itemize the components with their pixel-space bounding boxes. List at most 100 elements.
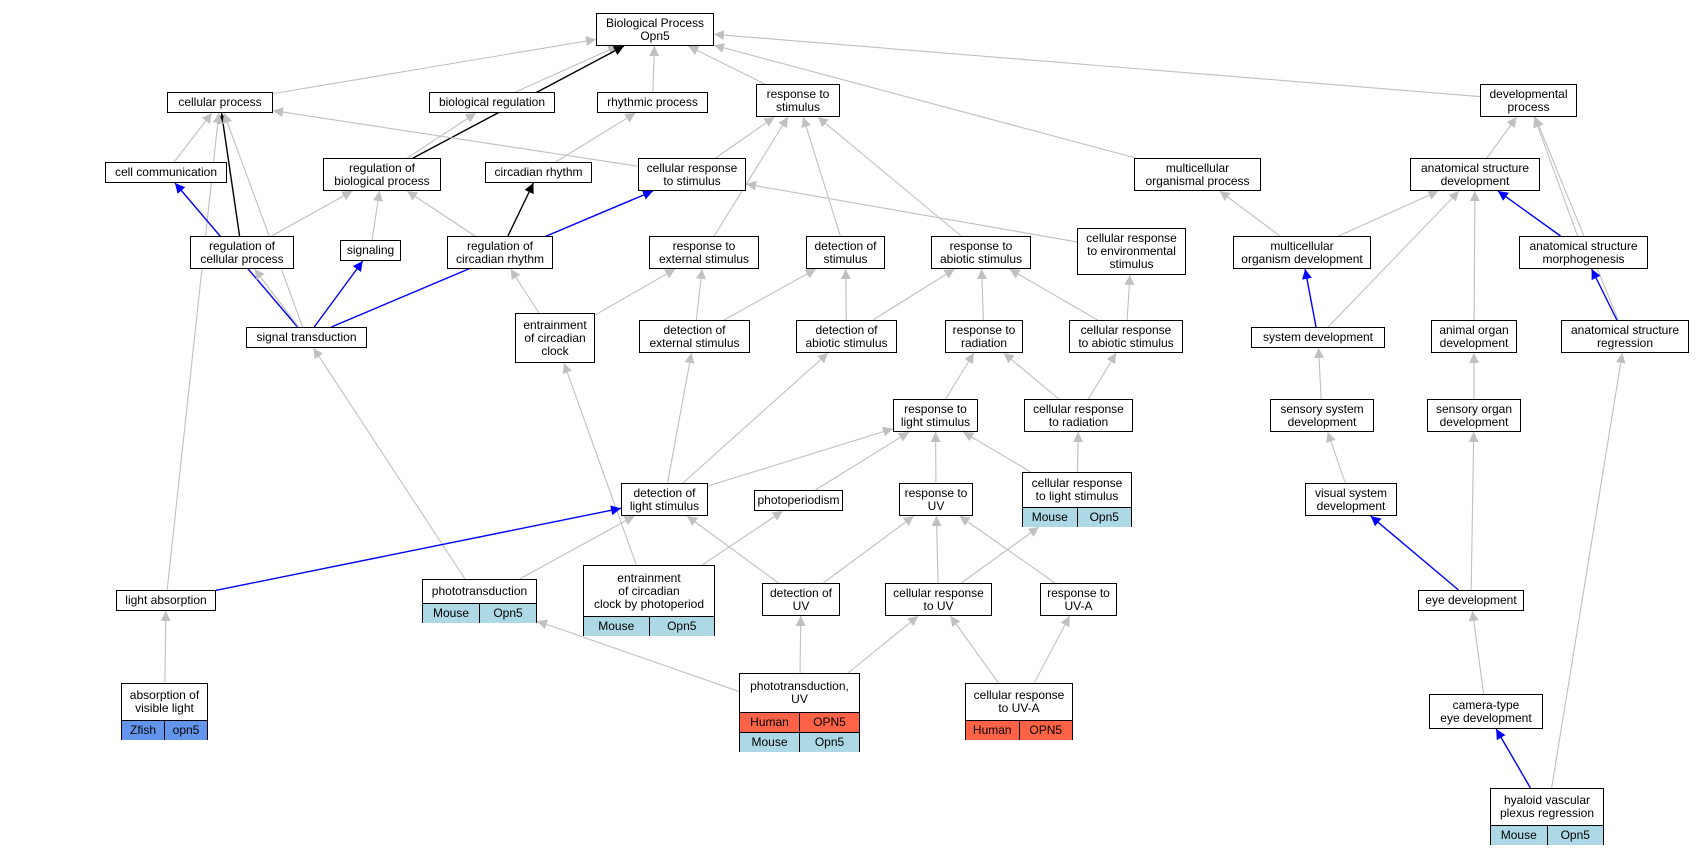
node-cellular-response-to-environmental-stimulus[interactable]: cellular response to environmental stimu… xyxy=(1077,228,1186,275)
edge-gray xyxy=(1327,190,1460,328)
edge-gray xyxy=(713,43,1136,159)
node-cellular-response-to-radiation[interactable]: cellular response to radiation xyxy=(1024,399,1133,432)
edge-gray xyxy=(723,268,817,321)
node-label: regulation of cellular process xyxy=(200,238,284,266)
node-response-to-external-stimulus[interactable]: response to external stimulus xyxy=(649,236,759,269)
node-regulation-of-cellular-process[interactable]: regulation of cellular process xyxy=(190,236,294,269)
edge-gray xyxy=(515,45,619,93)
node-response-to-uva[interactable]: response to UV-A xyxy=(1040,583,1117,616)
node-multicellular-organismal-process[interactable]: multicellular organismal process xyxy=(1134,158,1261,191)
gene-cell: OPN5 xyxy=(1018,721,1073,740)
node-label: system development xyxy=(1262,330,1374,344)
node-sensory-organ-development[interactable]: sensory organ development xyxy=(1427,399,1521,432)
edge-gray xyxy=(931,515,942,584)
node-detection-of-stimulus[interactable]: detection of stimulus xyxy=(806,236,885,269)
node-anatomical-structure-development[interactable]: anatomical structure development xyxy=(1410,158,1540,191)
node-anatomical-structure-regression[interactable]: anatomical structure regression xyxy=(1561,320,1689,353)
node-cellular-response-to-abiotic-stimulus[interactable]: cellular response to abiotic stimulus xyxy=(1069,320,1183,353)
node-detection-of-uv[interactable]: detection of UV xyxy=(762,583,840,616)
edge-blue xyxy=(1591,268,1618,321)
node-label: developmental process xyxy=(1489,86,1568,114)
node-bp[interactable]: Biological Process Opn5 xyxy=(596,13,714,46)
node-visual-system-development[interactable]: visual system development xyxy=(1305,483,1397,516)
node-label: detection of abiotic stimulus xyxy=(805,322,888,350)
node-eye-development[interactable]: eye development xyxy=(1418,590,1524,611)
node-signaling[interactable]: signaling xyxy=(340,240,401,261)
edge-gray xyxy=(562,362,637,566)
node-label: detection of UV xyxy=(769,585,833,613)
edge-blue xyxy=(313,260,364,328)
edge-blue xyxy=(215,505,622,592)
node-regulation-of-biological-process[interactable]: regulation of biological process xyxy=(323,158,441,191)
node-entrainment-by-photoperiod[interactable]: entrainment of circadian clock by photop… xyxy=(583,565,715,636)
node-label: Biological Process Opn5 xyxy=(605,15,705,43)
node-response-to-radiation[interactable]: response to radiation xyxy=(945,320,1023,353)
edge-gray xyxy=(1533,116,1579,237)
node-animal-organ-development[interactable]: animal organ development xyxy=(1431,320,1517,353)
edge-gray xyxy=(795,615,806,674)
node-label: hyaloid vascular plexus regression xyxy=(1499,793,1595,820)
edge-gray xyxy=(271,190,353,237)
edge-gray xyxy=(1219,190,1281,237)
node-multicellular-organism-development[interactable]: multicellular organism development xyxy=(1233,236,1371,269)
node-sensory-system-development[interactable]: sensory system development xyxy=(1270,399,1374,432)
node-label: response to UV-A xyxy=(1047,585,1110,613)
edge-gray xyxy=(666,352,695,484)
node-entrainment-of-circadian-clock[interactable]: entrainment of circadian clock xyxy=(515,313,595,363)
node-cellular-response-to-uv[interactable]: cellular response to UV xyxy=(885,583,992,616)
edge-gray xyxy=(1314,347,1325,400)
node-label: circadian rhythm xyxy=(494,165,583,179)
edge-gray xyxy=(519,515,635,580)
edge-gray xyxy=(272,36,597,95)
edge-gray xyxy=(1551,352,1626,789)
node-regulation-of-circadian-rhythm[interactable]: regulation of circadian rhythm xyxy=(447,236,553,269)
node-label: cellular response to UV-A xyxy=(973,688,1065,715)
node-response-to-uv[interactable]: response to UV xyxy=(899,483,973,516)
species-cell: Mouse xyxy=(432,606,470,620)
node-label: eye development xyxy=(1425,593,1517,607)
node-camera-type-eye-development[interactable]: camera-type eye development xyxy=(1429,694,1543,729)
node-developmental-process[interactable]: developmental process xyxy=(1480,84,1577,117)
edge-gray xyxy=(406,112,477,159)
edge-gray xyxy=(686,515,779,584)
node-response-to-abiotic-stimulus[interactable]: response to abiotic stimulus xyxy=(931,236,1031,269)
node-circadian-rhythm[interactable]: circadian rhythm xyxy=(485,162,592,183)
edge-gray xyxy=(1469,190,1480,321)
node-label: signal transduction xyxy=(256,330,357,344)
edge-gray xyxy=(976,268,987,321)
node-light-absorption[interactable]: light absorption xyxy=(116,590,216,611)
edge-gray xyxy=(715,116,775,159)
node-photoperiodism[interactable]: photoperiodism xyxy=(754,490,843,511)
node-signal-transduction[interactable]: signal transduction xyxy=(246,327,367,348)
node-detection-of-abiotic-stimulus[interactable]: detection of abiotic stimulus xyxy=(796,320,897,353)
node-anatomical-structure-morphogenesis[interactable]: anatomical structure morphogenesis xyxy=(1519,236,1648,269)
node-label: sensory system development xyxy=(1280,401,1364,429)
node-cellular-process[interactable]: cellular process xyxy=(167,92,273,113)
gene-cell: Opn5 xyxy=(1076,508,1132,527)
edge-gray xyxy=(254,268,299,328)
node-cellular-response-to-stimulus[interactable]: cellular response to stimulus xyxy=(638,158,746,191)
node-response-to-stimulus[interactable]: response to stimulus xyxy=(756,84,840,117)
node-detection-of-external-stimulus[interactable]: detection of external stimulus xyxy=(639,320,750,353)
edge-blue xyxy=(1302,268,1317,328)
node-response-to-light-stimulus[interactable]: response to light stimulus xyxy=(893,399,978,432)
node-label: response to stimulus xyxy=(766,86,830,114)
edge-gray xyxy=(1468,610,1485,695)
node-cell-communication[interactable]: cell communication xyxy=(105,162,227,183)
node-biological-regulation[interactable]: biological regulation xyxy=(429,92,555,113)
node-system-development[interactable]: system development xyxy=(1251,327,1385,348)
node-label: cell communication xyxy=(114,165,218,179)
edge-gray xyxy=(847,615,919,674)
node-label: phototransduction, UV xyxy=(750,679,849,706)
node-rhythmic-process[interactable]: rhythmic process xyxy=(597,92,708,113)
node-detection-of-light-stimulus[interactable]: detection of light stimulus xyxy=(621,483,708,516)
